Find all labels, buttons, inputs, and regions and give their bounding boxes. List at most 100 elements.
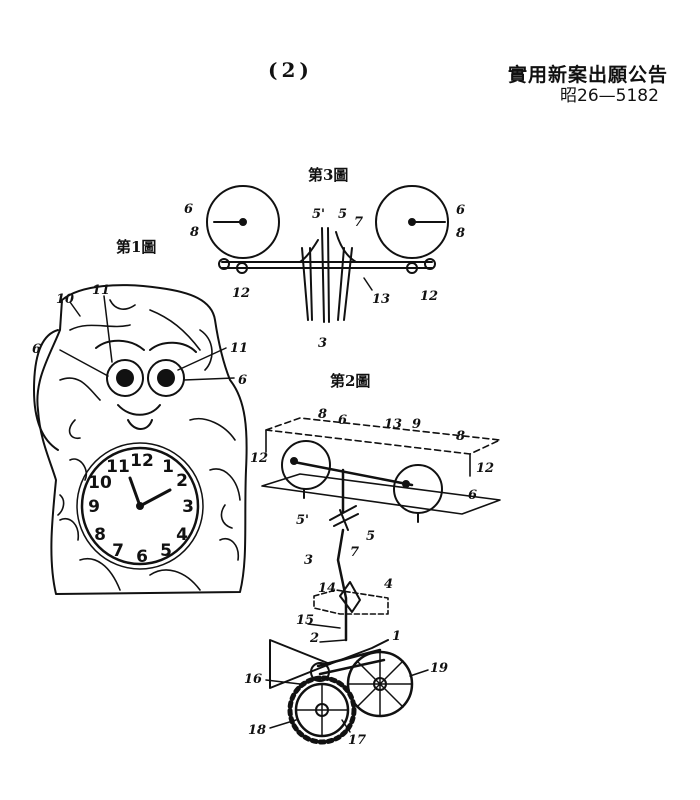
fig1-ref-11-left: 11: [92, 283, 110, 298]
fig3-ref-8-left: 8: [190, 225, 199, 240]
fig2-ref-2: 2: [309, 631, 319, 646]
fig2-ref-17: 17: [348, 733, 366, 748]
fig2-ref-15: 15: [296, 613, 314, 628]
fig2-wheel-19-spokes: [347, 651, 413, 717]
fig2-rod-15: [307, 623, 347, 643]
fig2-top-plate-edges: [265, 429, 471, 477]
fig2-ref-3: 3: [304, 553, 313, 568]
fig2-left-eye-ball: [281, 440, 331, 490]
figure-2-label: 第2圖: [330, 372, 371, 390]
fig3-ref-12-left: 12: [232, 286, 250, 301]
fig2-ref-12-right: 12: [476, 461, 494, 476]
fig2-ref-13: 13: [384, 417, 402, 432]
fig2-gear-18-teeth: [287, 675, 357, 745]
fig2-leader-19: [409, 669, 429, 677]
fig2-ref-1: 1: [392, 629, 401, 644]
figure-1-drawing: 12 1 2 3 4 5 6 7 8 9 10 11 10 11 6 11 6: [32, 283, 248, 595]
fig1-leader-6-left: [59, 349, 109, 377]
fig3-ref-6-right: 6: [456, 203, 465, 218]
fig3-left-pivot: [218, 258, 230, 270]
fig2-link-bar: [292, 460, 414, 487]
figure-3-drawing: 6 8 5' 5 7 6 8 12 13 12 3: [184, 185, 465, 351]
dial-1: 1: [162, 457, 174, 477]
fig2-rod-3: [336, 528, 348, 642]
dial-5: 5: [160, 541, 172, 561]
fig3-ref-12-right: 12: [420, 289, 438, 304]
dial-4: 4: [176, 525, 188, 545]
figure-3-label: 第3圖: [308, 166, 349, 184]
fig1-eyebrows: [95, 339, 197, 353]
dial-6: 6: [136, 547, 148, 567]
dial-2: 2: [176, 471, 188, 491]
fig3-ref-8-right: 8: [456, 226, 465, 241]
fig3-spring-right: [337, 247, 353, 321]
fig3-ref-3: 3: [318, 336, 327, 351]
figure-2-drawing: 8 6 13 9 8 12 12 6 5' 5 7 3 14 4 15 2 1 …: [244, 407, 501, 748]
fig2-ref-4: 4: [384, 577, 393, 592]
fig1-ref-10: 10: [56, 292, 74, 307]
fig2-ref-5prime: 5': [296, 513, 309, 528]
fig1-right-eye-pupil: [157, 369, 175, 387]
fig1-ref-6-right: 6: [238, 373, 247, 388]
fig2-ref-8-right: 8: [456, 429, 465, 444]
fig1-left-ear: [33, 329, 59, 451]
fig3-ref-13: 13: [372, 292, 390, 307]
fig2-leader-18: [269, 719, 297, 729]
fig2-ref-9: 9: [412, 417, 421, 432]
fig3-ref-5prime: 5': [312, 207, 325, 222]
fig3-left-eye-ball: [206, 185, 280, 259]
fig2-pivot-4: [339, 581, 361, 613]
fig2-gear-18-spokes: [295, 683, 349, 737]
fig2-ref-12-left: 12: [250, 451, 268, 466]
page-number: (2): [268, 58, 313, 82]
publication-title: 實用新案出願公告: [508, 64, 669, 86]
fig2-leader-17: [341, 719, 351, 733]
fig1-ref-11-right: 11: [230, 341, 248, 356]
fig1-hour-hand: [128, 476, 142, 508]
fig3-ref-7: 7: [354, 215, 363, 230]
fig2-escapement-pivot: [310, 662, 330, 682]
dial-7: 7: [112, 541, 124, 561]
fig2-ref-14: 14: [318, 581, 336, 596]
fig2-ref-8-left: 8: [318, 407, 327, 422]
fig3-rod-center: [321, 227, 330, 323]
fig2-leader-16: [265, 679, 301, 685]
fig3-ref-5: 5: [338, 207, 347, 222]
fig1-right-eye-outer: [147, 359, 185, 397]
fig1-fur-pattern: [57, 299, 241, 591]
fig1-ref-6-left: 6: [32, 342, 41, 357]
dial-3: 3: [182, 497, 194, 517]
fig3-wires: [299, 231, 357, 263]
fig1-clock-rim: [76, 442, 204, 570]
fig1-clock-face: [80, 446, 200, 566]
fig3-left-pivot-2: [236, 262, 248, 274]
fig2-ref-6-left: 6: [338, 413, 347, 428]
fig1-minute-hand: [138, 488, 172, 508]
fig3-leader-13: [363, 277, 373, 291]
fig3-right-eye-ball: [375, 185, 449, 259]
fig2-ref-7: 7: [350, 545, 359, 560]
fig1-leader-11-right: [177, 347, 227, 371]
dial-11: 11: [106, 457, 130, 477]
fig1-mouth: [117, 404, 161, 430]
publication-number: 昭26—5182: [560, 86, 659, 106]
fig2-ref-6-right: 6: [468, 488, 477, 503]
fig1-clock-center: [136, 502, 144, 510]
figure-1-label: 第1圖: [116, 238, 157, 256]
fig2-arm-1: [329, 639, 389, 665]
fig2-ref-19: 19: [430, 661, 448, 676]
fig1-leader-11-left: [103, 295, 113, 363]
fig2-ref-5: 5: [366, 529, 375, 544]
dial-9: 9: [88, 497, 100, 517]
fig3-right-pivot-2: [424, 258, 436, 270]
fig3-right-pivot: [406, 262, 418, 274]
dial-10: 10: [88, 473, 112, 493]
fig2-bracket-14: [313, 589, 389, 615]
dial-12: 12: [130, 451, 154, 471]
fig2-ref-18: 18: [248, 723, 266, 738]
fig2-ref-16: 16: [244, 672, 262, 687]
fig1-left-eye-pupil: [116, 369, 134, 387]
fig2-spring-joint: [329, 505, 359, 531]
fig2-top-plate: [265, 417, 501, 455]
